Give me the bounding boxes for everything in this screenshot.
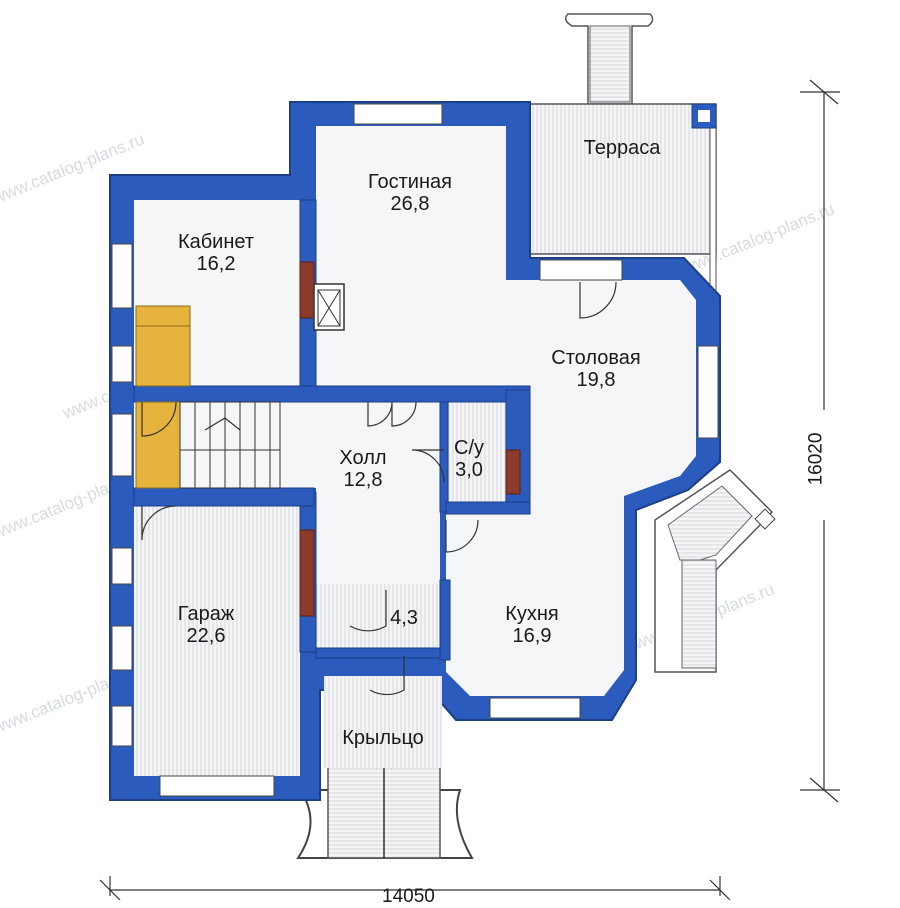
room-name: Крыльцо [342,727,424,749]
windows [111,103,719,797]
terrace [529,103,717,291]
room-garazh: Гараж 22,6 [156,603,256,647]
room-kladovaya: 4,3 [382,607,426,630]
room-area: 3,0 [455,458,483,481]
room-area: 16,9 [512,624,552,647]
width-dimension: 14050 [382,886,435,907]
room-name: Гостиная [368,171,452,193]
room-name: Кухня [505,603,559,625]
height-dimension: 16020 [805,432,827,486]
room-area: 26,8 [390,192,430,215]
terrace-stairs [565,13,654,105]
room-area: 12,8 [343,468,383,491]
room-terrasa: Терраса [562,137,682,160]
room-krylco: Крыльцо [324,727,442,750]
room-stolovaya: Столовая 19,8 [536,347,656,391]
room-kuhnya: Кухня 16,9 [482,603,582,647]
doors [141,281,617,696]
room-area: 4,3 [390,607,418,629]
room-name: Холл [339,447,387,469]
dimension-lines [99,79,840,900]
room-name: Столовая [551,347,641,369]
room-name: С/у [454,437,484,459]
porch-stairs [296,741,474,859]
room-area: 16,2 [196,252,236,275]
room-area: 19,8 [576,368,616,391]
room-kabinet: Кабинет 16,2 [156,231,276,275]
side-stairs [654,469,776,673]
room-name: Кабинет [177,231,255,253]
room-gostinaya: Гостиная 26,8 [350,171,470,215]
room-holl: Холл 12,8 [318,447,408,491]
main-staircase [135,305,281,489]
room-su: С/у 3,0 [444,437,494,481]
room-name: Терраса [583,137,661,159]
room-area: 22,6 [186,624,226,647]
room-name: Гараж [177,603,235,625]
fireplace [299,261,521,617]
